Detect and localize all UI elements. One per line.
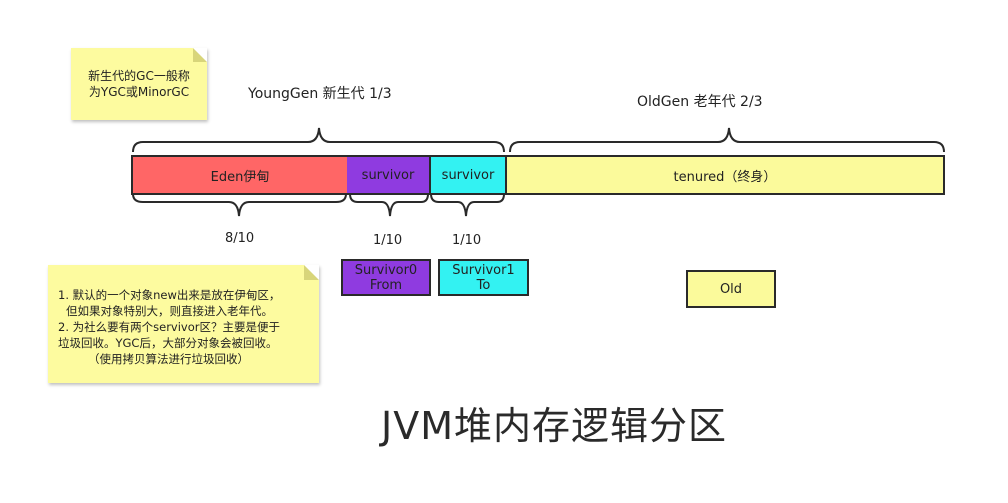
note-line: （使用拷贝算法进行垃圾回收） bbox=[88, 352, 249, 366]
tenured-label: tenured（终身） bbox=[673, 169, 777, 185]
survivor0-ratio: 1/10 bbox=[373, 233, 403, 248]
survivor-a-label: survivor bbox=[361, 167, 415, 183]
note-fold-icon bbox=[304, 265, 319, 280]
survivor1-to-block: Survivor1 To bbox=[438, 259, 529, 296]
note-survivor-text: 1. 默认的一个对象new出来是放在伊甸区， 但如果对象特别大，则直接进入老年代… bbox=[58, 287, 316, 367]
note-line: 2. 为社么要有两个servivor区？主要是便于 bbox=[58, 320, 280, 334]
note-young-gc: 新生代的GC一般称 为YGC或MinorGC bbox=[71, 48, 207, 120]
note-fold-icon bbox=[193, 48, 207, 62]
survivor0-role: From bbox=[369, 277, 403, 293]
survivor1-role: To bbox=[476, 277, 491, 293]
old-block: Old bbox=[686, 270, 776, 308]
tenured-block: tenured（终身） bbox=[505, 155, 945, 195]
note-line: 1. 默认的一个对象new出来是放在伊甸区， bbox=[58, 288, 281, 302]
old-gen-label: OldGen 老年代 2/3 bbox=[637, 94, 763, 110]
old-label: Old bbox=[719, 281, 743, 297]
survivor1-ratio: 1/10 bbox=[452, 233, 482, 248]
eden-ratio: 8/10 bbox=[225, 231, 255, 246]
survivor-b-label: survivor bbox=[441, 167, 495, 183]
survivor1-name: Survivor1 bbox=[452, 262, 515, 278]
eden-block: Eden伊甸 bbox=[131, 155, 349, 195]
note-line: 为YGC或MinorGC bbox=[88, 85, 190, 99]
young-gen-brace bbox=[132, 127, 505, 153]
survivor0-from-block: Survivor0 From bbox=[341, 259, 431, 296]
survivor-b-block: survivor bbox=[429, 155, 507, 195]
note-line: 垃圾回收。YGC后，大部分对象会被回收。 bbox=[58, 336, 278, 350]
note-young-gc-text: 新生代的GC一般称 为YGC或MinorGC bbox=[71, 68, 207, 100]
eden-label: Eden伊甸 bbox=[210, 169, 270, 185]
young-gen-label: YoungGen 新生代 1/3 bbox=[248, 86, 392, 102]
old-gen-brace bbox=[509, 127, 945, 153]
survivor-a-brace bbox=[349, 193, 429, 217]
note-survivor-explain: 1. 默认的一个对象new出来是放在伊甸区， 但如果对象特别大，则直接进入老年代… bbox=[48, 265, 319, 383]
diagram-title: JVM堆内存逻辑分区 bbox=[381, 404, 727, 448]
survivor0-name: Survivor0 bbox=[354, 262, 418, 278]
note-line: 新生代的GC一般称 bbox=[88, 69, 190, 83]
survivor-b-brace bbox=[430, 193, 505, 217]
eden-brace bbox=[132, 193, 347, 217]
survivor-a-block: survivor bbox=[347, 155, 431, 195]
note-line: 但如果对象特别大，则直接进入老年代。 bbox=[66, 304, 273, 318]
